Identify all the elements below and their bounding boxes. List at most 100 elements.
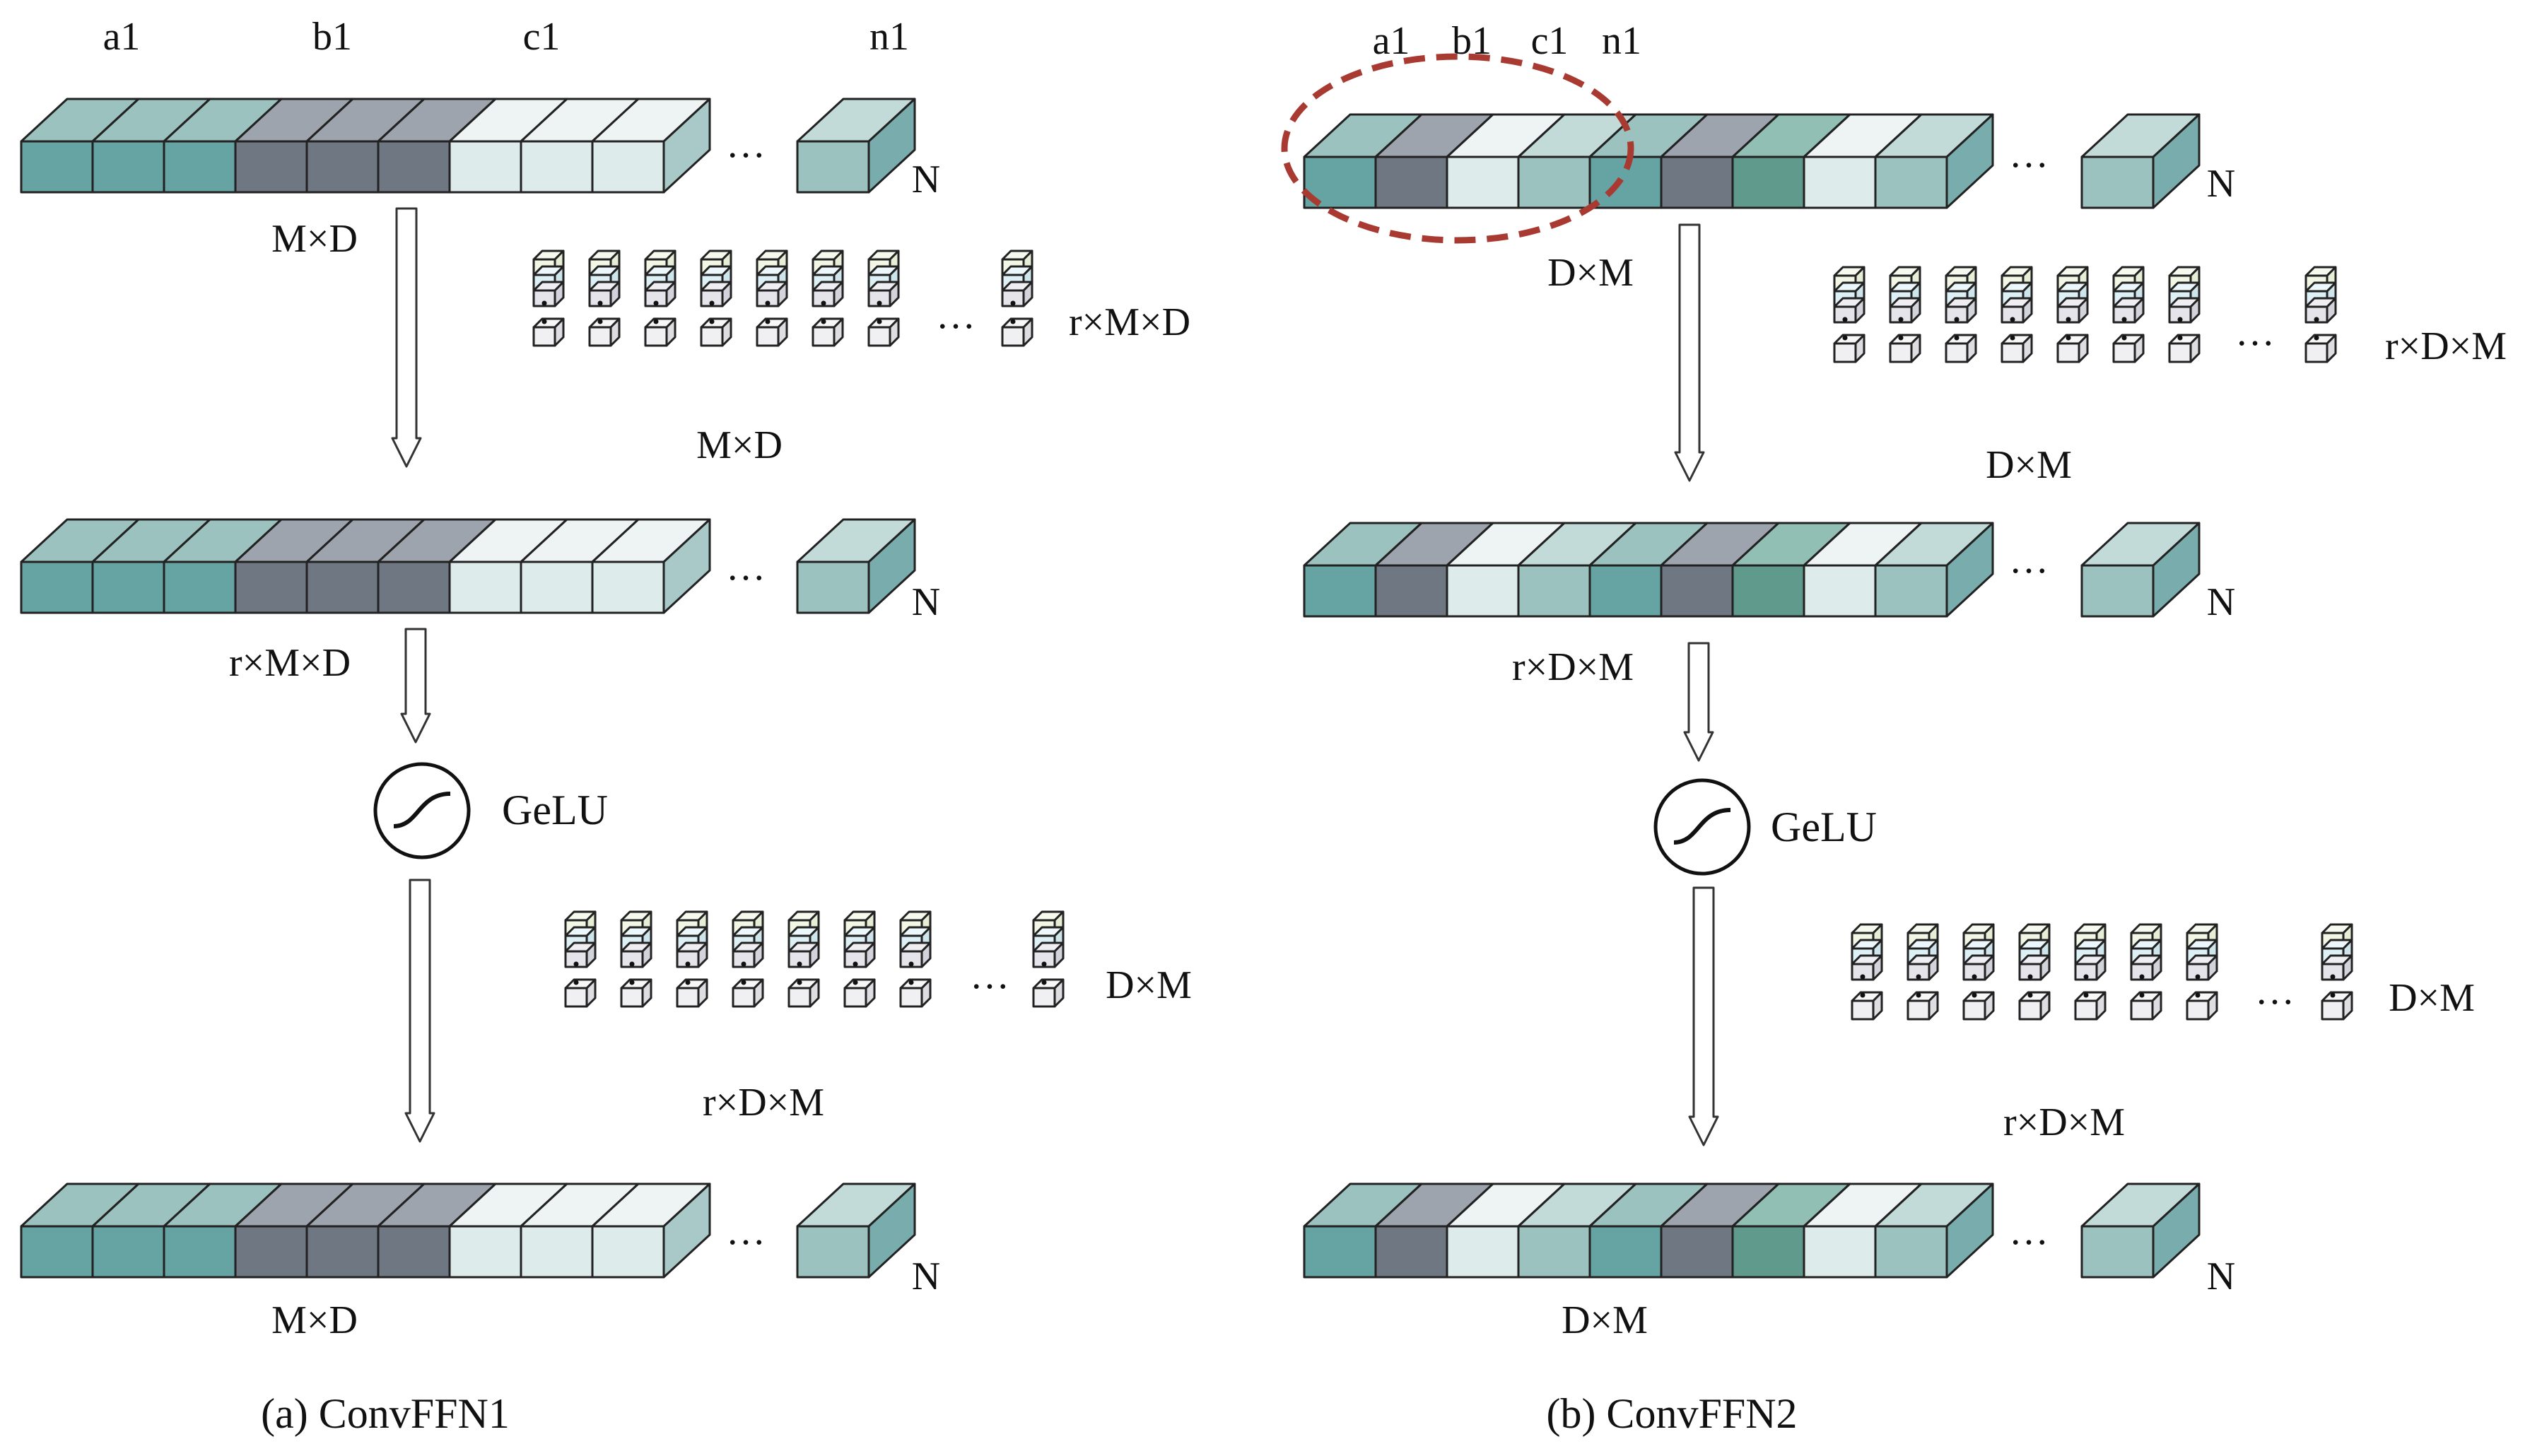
panel-a-k2-kernel-3-dot2 [685, 980, 691, 985]
panel-b-row3-block-4-front [1517, 1225, 1591, 1279]
panel-b-input-row [1303, 113, 2201, 209]
panel-a-kernel2-sub: r×D×M [703, 1081, 824, 1125]
panel-a-k2-kernel-2-dot2 [629, 980, 635, 985]
panel-a-k1-kernel-2-out [588, 317, 621, 347]
panel-b-k1-kernel-2-out-side [1910, 334, 1921, 363]
panel-a-k1-kernel-5-out-front [756, 326, 780, 347]
panel-a: a1 b1 c1 n1 … N M×D … r×M×D M×D … N r×M×… [20, 15, 1192, 1437]
panel-b-gelu-label: GeLU [1771, 804, 1877, 850]
panel-a-k1-kernel-4-dot2 [709, 319, 715, 324]
panel-b-k1-kernel-7-c-side [2189, 297, 2201, 324]
panel-b-row3-block-n-side [2152, 1182, 2201, 1279]
panel-a-k2-kernel-3-out-side [697, 978, 708, 1008]
panel-a-row3-block-n [796, 1182, 916, 1279]
panel-a-k2-kernel-8 [1032, 910, 1065, 1008]
panel-a-k1-kernel-3-dot [653, 300, 659, 306]
panel-b-row2-block-n-side [2152, 522, 2201, 618]
panel-b-k1-kernel-6 [2112, 266, 2145, 363]
panel-b-caption: (b) ConvFFN2 [1546, 1390, 1797, 1437]
panel-a-row2-dim: r×M×D [229, 641, 351, 685]
panel-a-row3-ellipsis: … [726, 1209, 766, 1253]
panel-a-kernel1-sub: M×D [696, 423, 783, 467]
panel-a-k2-kernel-7-out-side [920, 978, 932, 1008]
panel-b-label-c1: c1 [1531, 19, 1569, 63]
panel-a-k2-kernel-8-c [1032, 941, 1065, 968]
panel-b-k1-kernel-7 [2168, 266, 2201, 363]
panel-a-row2-block-n-front [796, 560, 870, 614]
panel-a-row2-block-9 [591, 518, 711, 614]
panel-b-k2-kernel-5-dot [2083, 974, 2089, 980]
panel-a-k1-kernel-5-dot2 [765, 319, 771, 324]
panel-b-k1-kernel-1-out-side [1854, 334, 1866, 363]
panel-a-k2-kernel-6-c [843, 941, 876, 968]
gelu-nodes [373, 762, 1751, 876]
panel-a-k1-kernel-1-c [532, 281, 565, 307]
panel-a-kernels-expand [532, 249, 1033, 347]
panel-b-k2-kernel-5-c [2074, 954, 2107, 981]
panel-a-k2-kernel-3-c [676, 941, 708, 968]
panel-a-k2-kernel-7-c-side [920, 941, 932, 968]
panel-a-row3-n: N [912, 1255, 940, 1298]
panel-b-k1-kernel-4-out-front [2001, 342, 2025, 363]
panel-a-k1-kernel-3-out-front [644, 326, 668, 347]
panel-b-k2-kernel-1-c [1851, 954, 1883, 981]
panel-a-k2-kernel-7-dot [908, 961, 914, 967]
panel-a-k1-kernel-6-out-side [833, 317, 844, 347]
panel-b-k2-kernel-6-dot [2139, 974, 2145, 980]
panel-b-k2-kernel-8-c [2321, 954, 2353, 981]
panel-b-k2-kernel-1-c-side [1872, 954, 1883, 981]
panel-b-row1-n: N [2207, 162, 2235, 206]
panel-a-k1-kernel-1-dot2 [541, 319, 547, 324]
panel-a-k1-kernel-6-dot2 [821, 319, 826, 324]
panel-a-caption: (a) ConvFFN1 [261, 1390, 510, 1437]
panel-b-k2-kernel-4-dot2 [2027, 992, 2033, 998]
panel-a-k1-kernel-2-dot [597, 300, 603, 306]
panel-b-row3-block-2-front [1374, 1225, 1448, 1279]
panel-a-k2-kernel-2 [620, 910, 652, 1008]
panel-b-k1-kernel-2-c [1889, 297, 1921, 324]
panel-b-k1-kernel-2-out [1889, 334, 1921, 363]
panel-b-k1-kernel-8-out-side [2326, 334, 2337, 363]
panel-b-k1-kernel-5-out-front [2056, 342, 2080, 363]
panel-a-k1-kernel-2-out-front [588, 326, 612, 347]
panel-b-label-a1: a1 [1373, 19, 1410, 63]
panel-b-k2-kernel-1-out-side [1872, 991, 1883, 1021]
panel-b-k1-kernel-3-dot [1954, 317, 1960, 322]
panel-a-k1-kernel-3-out-side [665, 317, 676, 347]
panel-b-row2-block-2-front [1374, 564, 1448, 618]
panel-a-k2-kernel-4-out-side [753, 978, 764, 1008]
panel-b-row1-block-3-front [1446, 155, 1520, 209]
panel-b-row3-n: N [2207, 1255, 2235, 1298]
panel-a-row1-block-5-front [305, 140, 380, 194]
panel-a-row2-block-3-front [163, 560, 237, 614]
panel-b-k1-kernel-8-dot2 [2314, 335, 2319, 341]
panel-b-k1-kernel-8-out-front [2304, 342, 2329, 363]
panel-b-k2-kernel-3-dot [1972, 974, 1977, 980]
panel-a-k1-kernel-6-c [812, 281, 844, 307]
panel-a-k1-kernel-7-c-side [889, 281, 900, 307]
panel-a-row1-block-2-front [91, 140, 165, 194]
panel-b-kernels-reduce [1851, 923, 2353, 1021]
panel-a-k2-kernel-2-c-side [641, 941, 652, 968]
panel-b-k1-kernel-7-c [2168, 297, 2201, 324]
panel-b-k1-kernel-1-dot [1842, 317, 1848, 322]
panel-a-k1-kernel-5-c-side [777, 281, 788, 307]
panel-b-k2-kernel-2-c [1906, 954, 1939, 981]
panel-a-row2-block-4-front [234, 560, 308, 614]
panel-b-row1-dim: D×M [1547, 251, 1634, 295]
panel-a-output-row [20, 1182, 916, 1279]
panel-a-k2-kernel-3-out [676, 978, 708, 1008]
panel-b-k1-kernel-3 [1945, 266, 1977, 363]
panel-b-row2-ellipsis: … [2009, 538, 2049, 582]
panel-a-k2-kernel-6-out-side [865, 978, 876, 1008]
panel-a-row2-block-2-front [91, 560, 165, 614]
panel-b-kernel1-dim: r×D×M [2385, 324, 2507, 368]
panel-b-k1-kernel-5-dot [2066, 317, 2071, 322]
panel-b-k1-kernel-5-out-side [2078, 334, 2089, 363]
panel-a-k1-kernel-1-out-side [554, 317, 565, 347]
panel-b-k2-kernel-1-dot [1860, 974, 1866, 980]
panel-b-row3-block-9 [1874, 1182, 1994, 1279]
panel-b-k1-kernel-4-out-side [2022, 334, 2033, 363]
panel-b-k2-kernel-7-out [2186, 991, 2218, 1021]
panel-b-k1-kernel-2-dot [1898, 317, 1904, 322]
